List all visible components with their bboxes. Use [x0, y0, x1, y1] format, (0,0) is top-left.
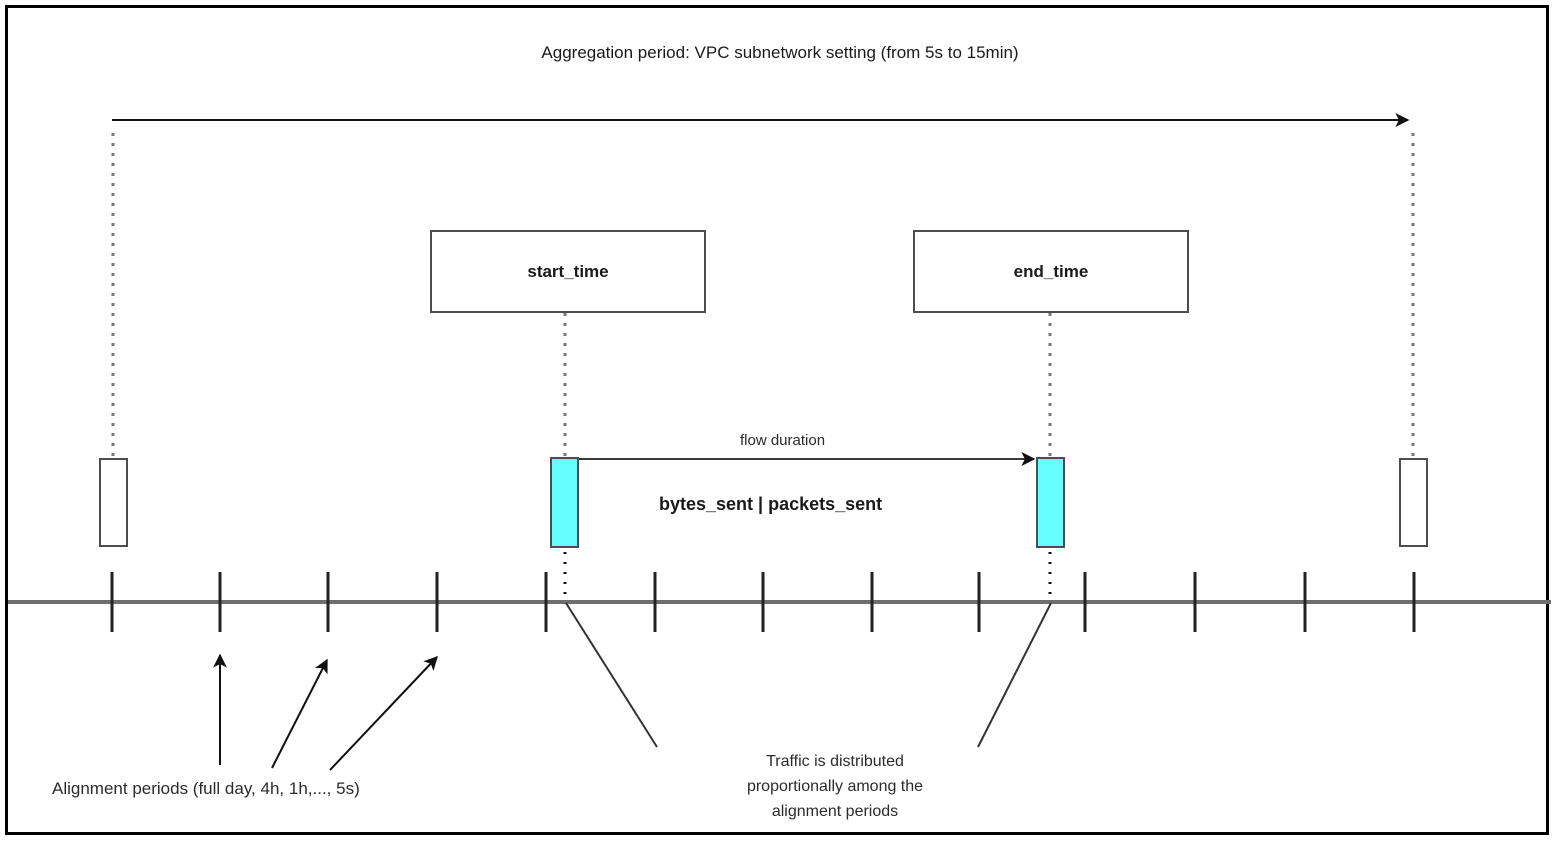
traffic-note-line-1: Traffic is distributed [766, 753, 904, 770]
flow-end-marker [1036, 457, 1065, 548]
aggregation-end-marker [1399, 458, 1428, 547]
flow-start-marker [550, 457, 579, 548]
traffic-note-line-3: alignment periods [771, 803, 899, 820]
start-time-box[interactable]: start_time [430, 230, 706, 313]
page-title: Aggregation period: VPC subnetwork setti… [541, 43, 1019, 62]
flow-duration-label: flow duration [740, 432, 826, 449]
traffic-distribution-note: Traffic is distributed proportionally am… [704, 749, 966, 824]
traffic-note-line-2: proportionally among the [746, 778, 924, 795]
aggregation-start-marker [99, 458, 128, 547]
end-time-box[interactable]: end_time [913, 230, 1189, 313]
alignment-periods-label: Alignment periods (full day, 4h, 1h,...,… [52, 779, 360, 798]
metrics-label: bytes_sent | packets_sent [659, 494, 883, 514]
diagram-frame-border [5, 5, 1549, 835]
